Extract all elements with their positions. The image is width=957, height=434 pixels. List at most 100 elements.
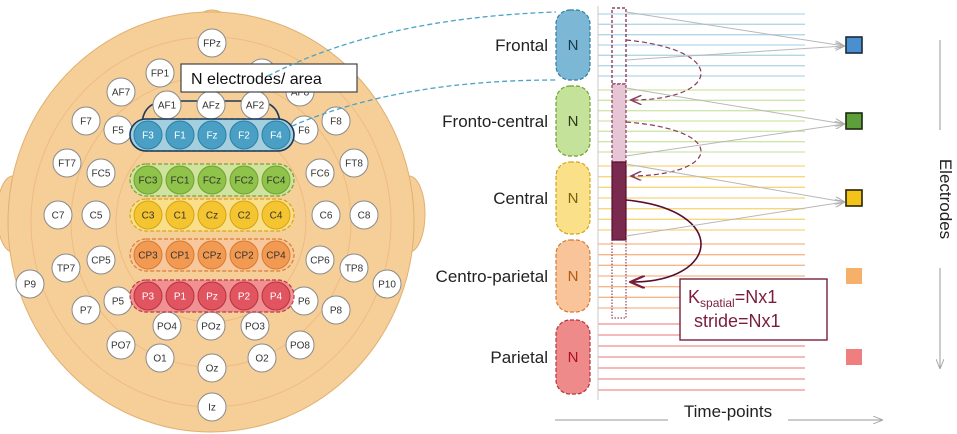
region-label: Fronto-central — [442, 112, 548, 131]
band-electrode-label: FCz — [203, 176, 221, 187]
output-arrow — [625, 87, 844, 124]
electrodes-axis: Electrodes — [936, 40, 955, 368]
electrode: C6 — [311, 200, 341, 230]
callout-text: N electrodes/ area — [191, 71, 322, 88]
band-electrode-label: FC1 — [171, 176, 190, 187]
electrode: C8 — [349, 200, 379, 230]
electrodes-callout: N electrodes/ area — [180, 63, 358, 93]
electrode: AF7 — [106, 77, 136, 107]
electrode-label: FPz — [203, 39, 221, 50]
band-electrode-label: CP1 — [170, 251, 190, 262]
electrode: CP5 — [86, 245, 116, 275]
kernel-k: K — [688, 287, 700, 307]
electrode: C7 — [43, 200, 73, 230]
electrode: P8 — [321, 295, 351, 325]
electrode: FC5 — [86, 158, 116, 188]
electrode-label: PO8 — [290, 341, 310, 352]
kernel-stride: stride=Nx1 — [694, 311, 781, 331]
electrode-label: TP8 — [345, 264, 364, 275]
electrode-label: C7 — [52, 211, 65, 222]
band-electrode-label: C1 — [174, 211, 187, 222]
electrode: FPz — [197, 28, 227, 58]
electrode-label: P10 — [378, 280, 396, 291]
kernel-box: Kspatial=Nx1 stride=Nx1 — [679, 278, 828, 341]
electrode: F5 — [103, 115, 133, 145]
electrode: P7 — [71, 295, 101, 325]
band-electrode-label: FC2 — [235, 176, 254, 187]
electrode: P6 — [289, 286, 319, 316]
electrode-label: P8 — [330, 306, 343, 317]
electrode: FT7 — [52, 148, 82, 178]
electrode: PO4 — [152, 311, 182, 341]
band-electrode-label: CP2 — [234, 251, 254, 262]
electrode-label: F7 — [80, 117, 92, 128]
band-electrode-label: F3 — [142, 131, 154, 142]
region-pill — [555, 9, 591, 81]
electrodes-axis-label: Electrodes — [936, 159, 955, 239]
output-feature-swatch — [845, 189, 863, 207]
region-n: N — [568, 190, 579, 207]
electrode-label: PO4 — [157, 322, 177, 333]
electrode: P9 — [15, 269, 45, 299]
kernel-window-centro-parietal — [611, 239, 627, 319]
region-n: N — [568, 349, 579, 366]
electrode: AF1 — [152, 90, 182, 120]
kernel-k-sub: spatial — [700, 296, 735, 310]
band-electrode-label: P3 — [142, 292, 155, 303]
electrode: TP7 — [51, 253, 81, 283]
electrode-label: C5 — [90, 211, 103, 222]
output-feature-swatch — [846, 268, 862, 284]
electrode-label: AF8 — [291, 88, 310, 99]
electrode-label: CP6 — [310, 256, 330, 267]
electrode-label: FC5 — [92, 169, 111, 180]
electrode: C5 — [81, 200, 111, 230]
region-pill — [555, 319, 591, 395]
electrode-label: P9 — [24, 280, 37, 291]
electrode: P10 — [372, 269, 402, 299]
electrode: FP1 — [145, 58, 175, 88]
band-electrode-label: P1 — [174, 292, 187, 303]
band-electrode-label: F1 — [174, 131, 186, 142]
connector-top — [267, 11, 557, 77]
electrode-label: TP7 — [57, 264, 76, 275]
electrode-label: CP5 — [91, 256, 111, 267]
output-arrow — [625, 202, 844, 237]
electrode-label: O1 — [153, 354, 167, 365]
kernel-window-frontal — [611, 7, 627, 85]
band-electrode-label: C2 — [238, 211, 251, 222]
electrode: Oz — [197, 353, 227, 383]
time-axis: Time-points — [555, 402, 882, 421]
band-electrode-label: CPz — [203, 251, 222, 262]
output-feature-swatch — [845, 36, 863, 54]
band-electrode-label: Cz — [206, 211, 218, 222]
frontal-band-highlight — [129, 118, 295, 152]
electrode: F8 — [321, 106, 351, 136]
band-electrode-label: FC3 — [139, 176, 158, 187]
region-label: Parietal — [490, 348, 548, 367]
electrode: O1 — [145, 343, 175, 373]
electrode-label: POz — [201, 322, 220, 333]
electrode: P5 — [103, 286, 133, 316]
electrode: F6 — [289, 115, 319, 145]
band-electrode-label: P2 — [238, 292, 251, 303]
stride-arrow-2 — [625, 121, 702, 176]
kernel-window-fronto-central — [611, 83, 627, 163]
electrode: FC6 — [305, 158, 335, 188]
electrode-label: Oz — [206, 364, 219, 375]
kernel-k-value: =Nx1 — [735, 287, 778, 307]
band-electrode-label: C3 — [142, 211, 155, 222]
region-pill — [555, 161, 591, 235]
kernel-window-central — [611, 161, 627, 241]
electrode: POz — [196, 311, 226, 341]
band-electrode-label: CP3 — [138, 251, 158, 262]
electrode: F7 — [71, 106, 101, 136]
electrode-label: AF7 — [112, 88, 131, 99]
output-feature-swatch — [845, 112, 863, 130]
